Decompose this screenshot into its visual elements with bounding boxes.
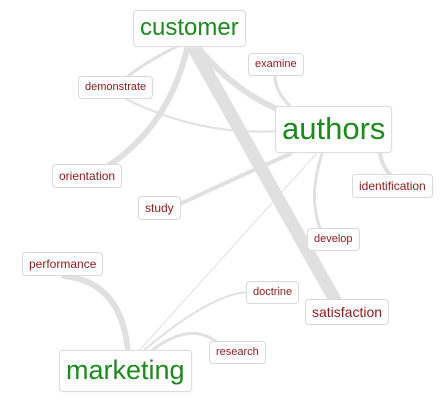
node-authors: authors: [275, 106, 393, 153]
edge-authors-develop: [312, 152, 324, 231]
node-study: study: [138, 196, 181, 220]
edge-marketing-doctrine: [141, 291, 249, 353]
edge-customer-orientation: [105, 42, 191, 169]
node-identification: identification: [352, 174, 433, 198]
edge-authors-marketing: [137, 153, 317, 353]
node-orientation: orientation: [52, 164, 123, 188]
edge-demonstrate-authors: [125, 98, 279, 133]
node-satisfaction: satisfaction: [305, 299, 390, 325]
node-customer: customer: [133, 10, 246, 47]
node-research: research: [209, 341, 266, 364]
edge-performance-marketing: [61, 273, 131, 355]
node-develop: develop: [307, 228, 360, 251]
node-doctrine: doctrine: [246, 281, 300, 304]
edge-authors-identification: [378, 148, 394, 178]
node-performance: performance: [22, 252, 104, 276]
node-demonstrate: demonstrate: [78, 76, 154, 99]
edge-examine-authors: [273, 74, 294, 110]
edge-marketing-research: [148, 331, 220, 354]
node-marketing: marketing: [59, 350, 192, 392]
edge-authors-study: [178, 152, 292, 206]
edge-customer-demonstrate: [124, 43, 182, 80]
node-examine: examine: [248, 53, 304, 76]
edge-customer-satisfaction: [185, 38, 342, 307]
